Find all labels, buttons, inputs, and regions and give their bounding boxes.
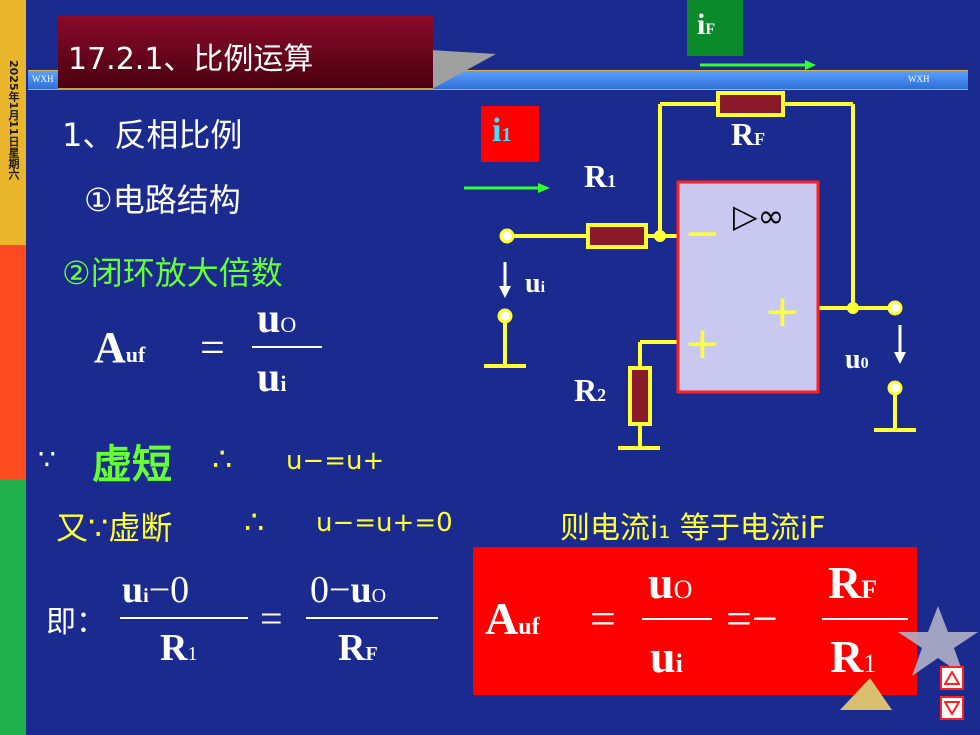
watermark-right: WXH <box>908 74 930 84</box>
result-formula-box <box>473 547 917 695</box>
i1-label: i1 <box>492 112 512 149</box>
opamp-minus: − <box>684 208 721 259</box>
opamp-plus-output: + <box>764 286 801 337</box>
rf-label: RF <box>731 116 766 152</box>
triangle-down-icon <box>944 701 960 715</box>
ui-label: ui <box>525 268 546 299</box>
opamp-symbol: ▷∞ <box>733 197 785 235</box>
virtual-open-label: 又∵虚断 <box>56 509 173 547</box>
opamp-plus-input: + <box>684 318 721 369</box>
star-decoration-icon <box>840 606 978 710</box>
eq-short: u−=u+ <box>286 446 385 476</box>
nav-up-button[interactable] <box>940 666 964 690</box>
item-circuit-structure: ①电路结构 <box>84 181 241 219</box>
if-arrow-icon <box>700 60 816 70</box>
title-arrow-shape <box>430 50 496 90</box>
i1-label-box <box>481 106 539 162</box>
r1-label: R1 <box>584 158 617 194</box>
side-date: 2025年1月11日星期六 <box>7 60 20 180</box>
r2-label: R2 <box>574 372 607 408</box>
page-title: 17.2.1、比例运算 <box>68 42 314 77</box>
heading: 1、反相比例 <box>62 116 243 154</box>
watermark-left: WXH <box>32 74 54 84</box>
triangle-up-icon <box>944 671 960 685</box>
circuit-diagram <box>484 91 916 450</box>
if-label: iF <box>697 8 716 41</box>
if-label-box <box>687 0 743 56</box>
i1-arrow-icon <box>464 183 550 193</box>
side-stripe: 2025年1月11日星期六 <box>0 0 26 735</box>
title-box <box>58 16 433 90</box>
item-closed-loop-gain: ②闭环放大倍数 <box>62 254 283 292</box>
u0-label: u0 <box>845 344 869 375</box>
eq-open: u−=u+=0 <box>316 508 453 538</box>
virtual-short-label: 虚短 <box>92 442 172 488</box>
current-statement: 则电流i₁ 等于电流iF <box>560 511 826 546</box>
nav-down-button[interactable] <box>940 696 964 720</box>
